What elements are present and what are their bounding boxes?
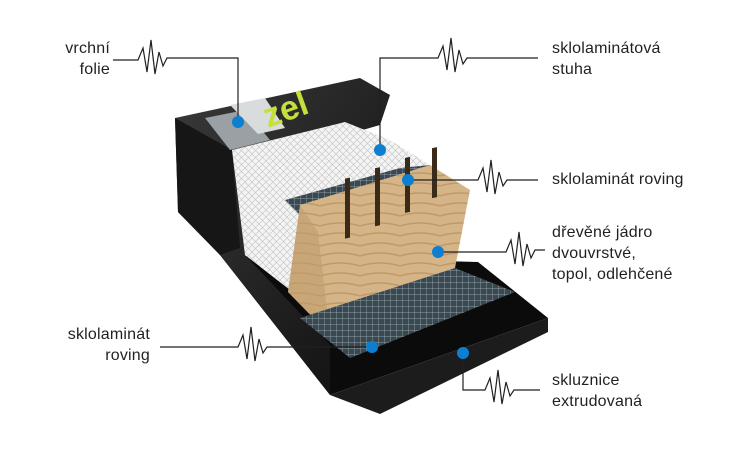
- marker-top-foil: [232, 116, 244, 128]
- label-glass-roving-bottom-line1: sklolaminát: [67, 326, 150, 343]
- label-wood-core: dřevěné jádro dvouvrstvé, topol, odlehče…: [552, 222, 673, 285]
- leader-line-glass-ribbon: [379, 37, 538, 150]
- label-wood-core-line2: dvouvrstvé,: [552, 245, 637, 262]
- label-wood-core-line3: topol, odlehčené: [552, 266, 673, 283]
- marker-base: [457, 347, 469, 359]
- leader-line-top-foil: [113, 39, 239, 122]
- marker-wood-core: [432, 246, 444, 258]
- marker-glass-roving-bottom: [366, 341, 378, 353]
- top-sheet-block: [175, 78, 390, 395]
- marker-glass-ribbon: [374, 144, 386, 156]
- label-glass-roving-bottom-line2: roving: [105, 347, 150, 364]
- label-glass-ribbon-line1: sklolaminátová: [552, 40, 661, 57]
- leader-line-glass-roving-top: [408, 159, 538, 195]
- leader-lines: [113, 37, 545, 405]
- wood-core-layer: [288, 147, 470, 335]
- label-base-line2: extrudovaná: [552, 393, 643, 410]
- label-top-foil-line2: folie: [79, 61, 110, 78]
- label-glass-roving-top-line1: sklolaminát roving: [552, 171, 684, 188]
- label-top-foil: vrchní folie: [40, 38, 110, 80]
- label-glass-ribbon-line2: stuha: [552, 61, 593, 78]
- label-base: skluznice extrudovaná: [552, 370, 642, 412]
- layer-markers: [232, 116, 469, 359]
- marker-glass-roving-top: [402, 174, 414, 186]
- label-glass-ribbon: sklolaminátová stuha: [552, 38, 661, 80]
- label-wood-core-line1: dřevěné jádro: [552, 224, 653, 241]
- glass-ribbon-layer: [232, 122, 430, 290]
- leader-line-glass-roving-bottom: [160, 326, 372, 362]
- label-top-foil-line1: vrchní: [65, 40, 110, 57]
- glass-roving-bottom-layer: [300, 268, 515, 358]
- label-glass-roving-bottom: sklolaminát roving: [20, 324, 150, 366]
- label-base-line1: skluznice: [552, 372, 620, 389]
- leader-line-base: [462, 353, 540, 405]
- leader-line-wood-core: [438, 231, 545, 267]
- label-glass-roving-top: sklolaminát roving: [552, 169, 684, 190]
